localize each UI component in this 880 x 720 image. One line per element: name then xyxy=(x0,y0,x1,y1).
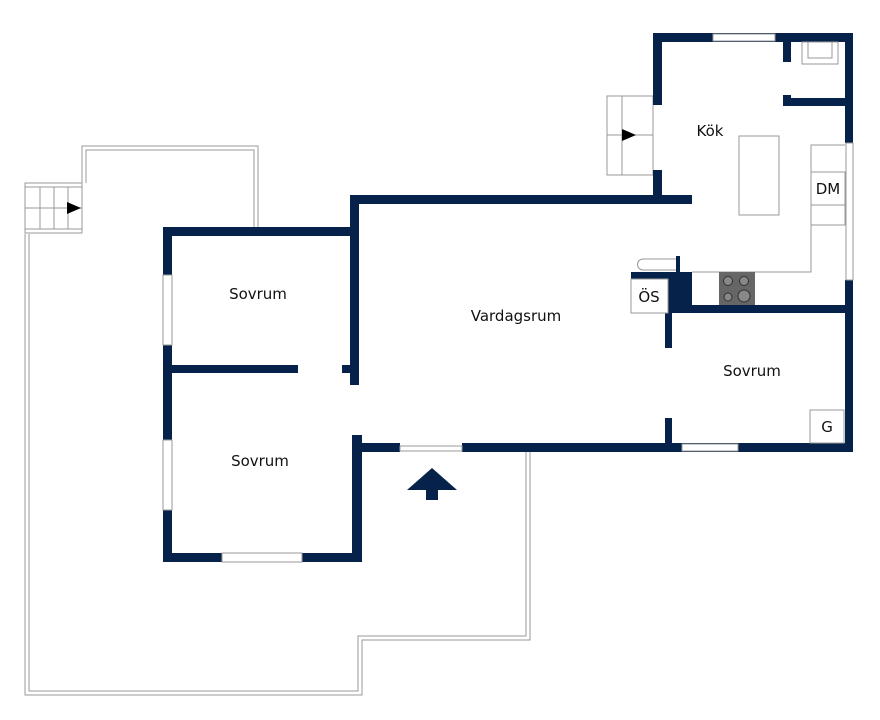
kitchen-island xyxy=(738,135,780,216)
fixture-label-wardrobe: G xyxy=(821,418,833,436)
balcony-arrow-icon xyxy=(622,129,636,141)
room-label-bedroom: Sovrum xyxy=(723,362,781,380)
kitchen-balcony xyxy=(606,95,654,176)
room-label-living-room: Vardagsrum xyxy=(471,307,562,325)
entrance-arrow-icon xyxy=(407,468,457,500)
stairs-direction-arrow-icon xyxy=(67,202,81,214)
stove-icon xyxy=(719,272,755,305)
room-label-kitchen: Kök xyxy=(697,122,724,140)
room-label-bedroom: Sovrum xyxy=(229,285,287,303)
kitchen-fixtures xyxy=(630,41,846,444)
deck-outline xyxy=(24,145,531,696)
windows xyxy=(162,33,854,563)
fixture-label-dishwasher: DM xyxy=(816,180,841,198)
fixture-label-fireplace: ÖS xyxy=(638,287,659,306)
stairs xyxy=(24,182,83,234)
room-label-bedroom: Sovrum xyxy=(231,452,289,470)
